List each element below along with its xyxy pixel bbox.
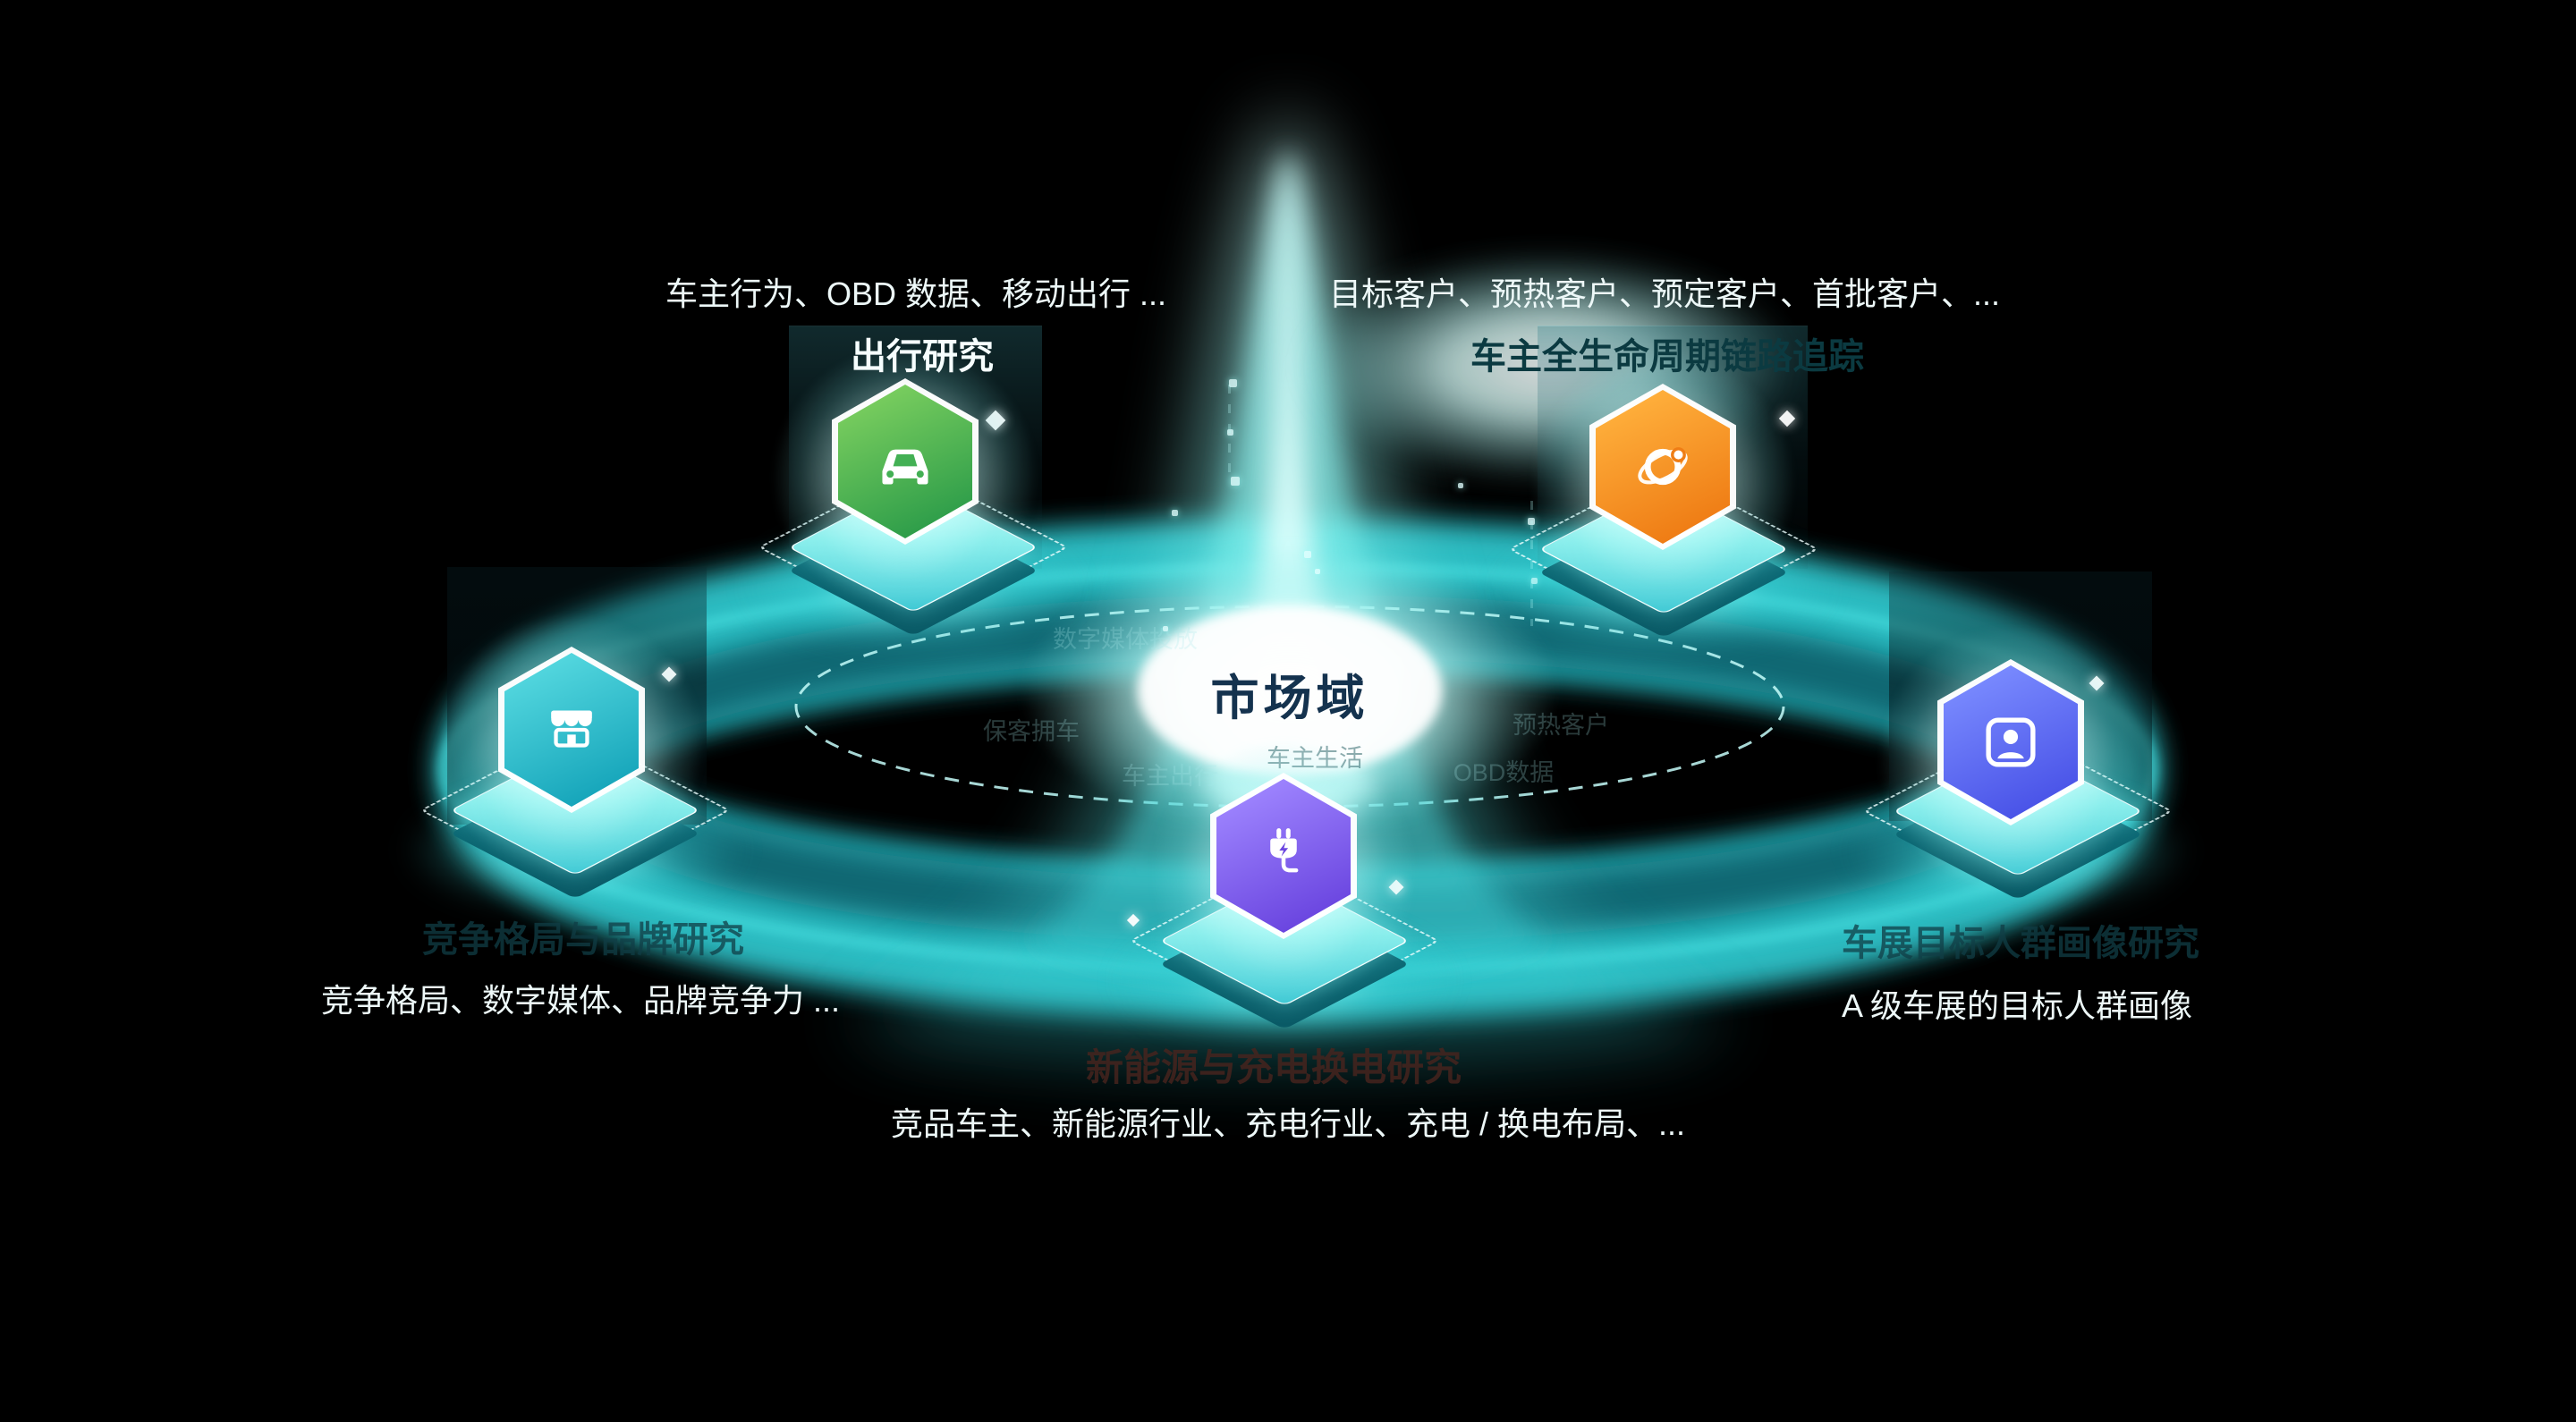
dot-trail	[1228, 385, 1231, 483]
glow-dot	[1458, 483, 1463, 488]
ring-label: 保客拥车	[983, 718, 1080, 745]
glow-dot	[1229, 379, 1237, 387]
energy-subtitle: 竞品车主、新能源行业、充电行业、充电 / 换电布局、...	[890, 1105, 1686, 1142]
lifecycle-orbit-icon	[1596, 390, 1730, 544]
center-label: 市场域	[1210, 672, 1369, 725]
competition-title: 竞争格局与品牌研究	[422, 920, 744, 960]
glow-dot	[1231, 477, 1240, 486]
glow-dot	[1315, 569, 1320, 574]
hexagon-badge	[1589, 384, 1736, 550]
person-card-icon	[1944, 665, 2078, 819]
storefront-icon	[504, 653, 639, 807]
charging-plug-icon	[1216, 779, 1351, 933]
ring-label: OBD数据	[1453, 759, 1555, 786]
car-icon	[838, 385, 972, 538]
audience-title: 车展目标人群画像研究	[1842, 924, 2199, 963]
glow-dot	[1163, 626, 1168, 631]
glow-dot	[1172, 510, 1178, 516]
glow-dot	[1304, 551, 1311, 558]
glow-dot	[1227, 429, 1233, 436]
lifecycle-title: 车主全生命周期链路追踪	[1470, 337, 1864, 377]
lifecycle-subtitle: 目标客户、预热客户、预定客户、首批客户、...	[1328, 275, 2001, 312]
travel-title: 出行研究	[851, 337, 994, 377]
competition-subtitle: 竞争格局、数字媒体、品牌竞争力 ...	[320, 982, 841, 1019]
ring-label: 预热客户	[1513, 712, 1609, 739]
audience-subtitle: A 级车展的目标人群画像	[1841, 987, 2193, 1024]
hexagon-badge	[1210, 773, 1357, 939]
energy-title: 新能源与充电换电研究	[1085, 1046, 1462, 1088]
travel-subtitle: 车主行为、OBD 数据、移动出行 ...	[665, 275, 1167, 312]
